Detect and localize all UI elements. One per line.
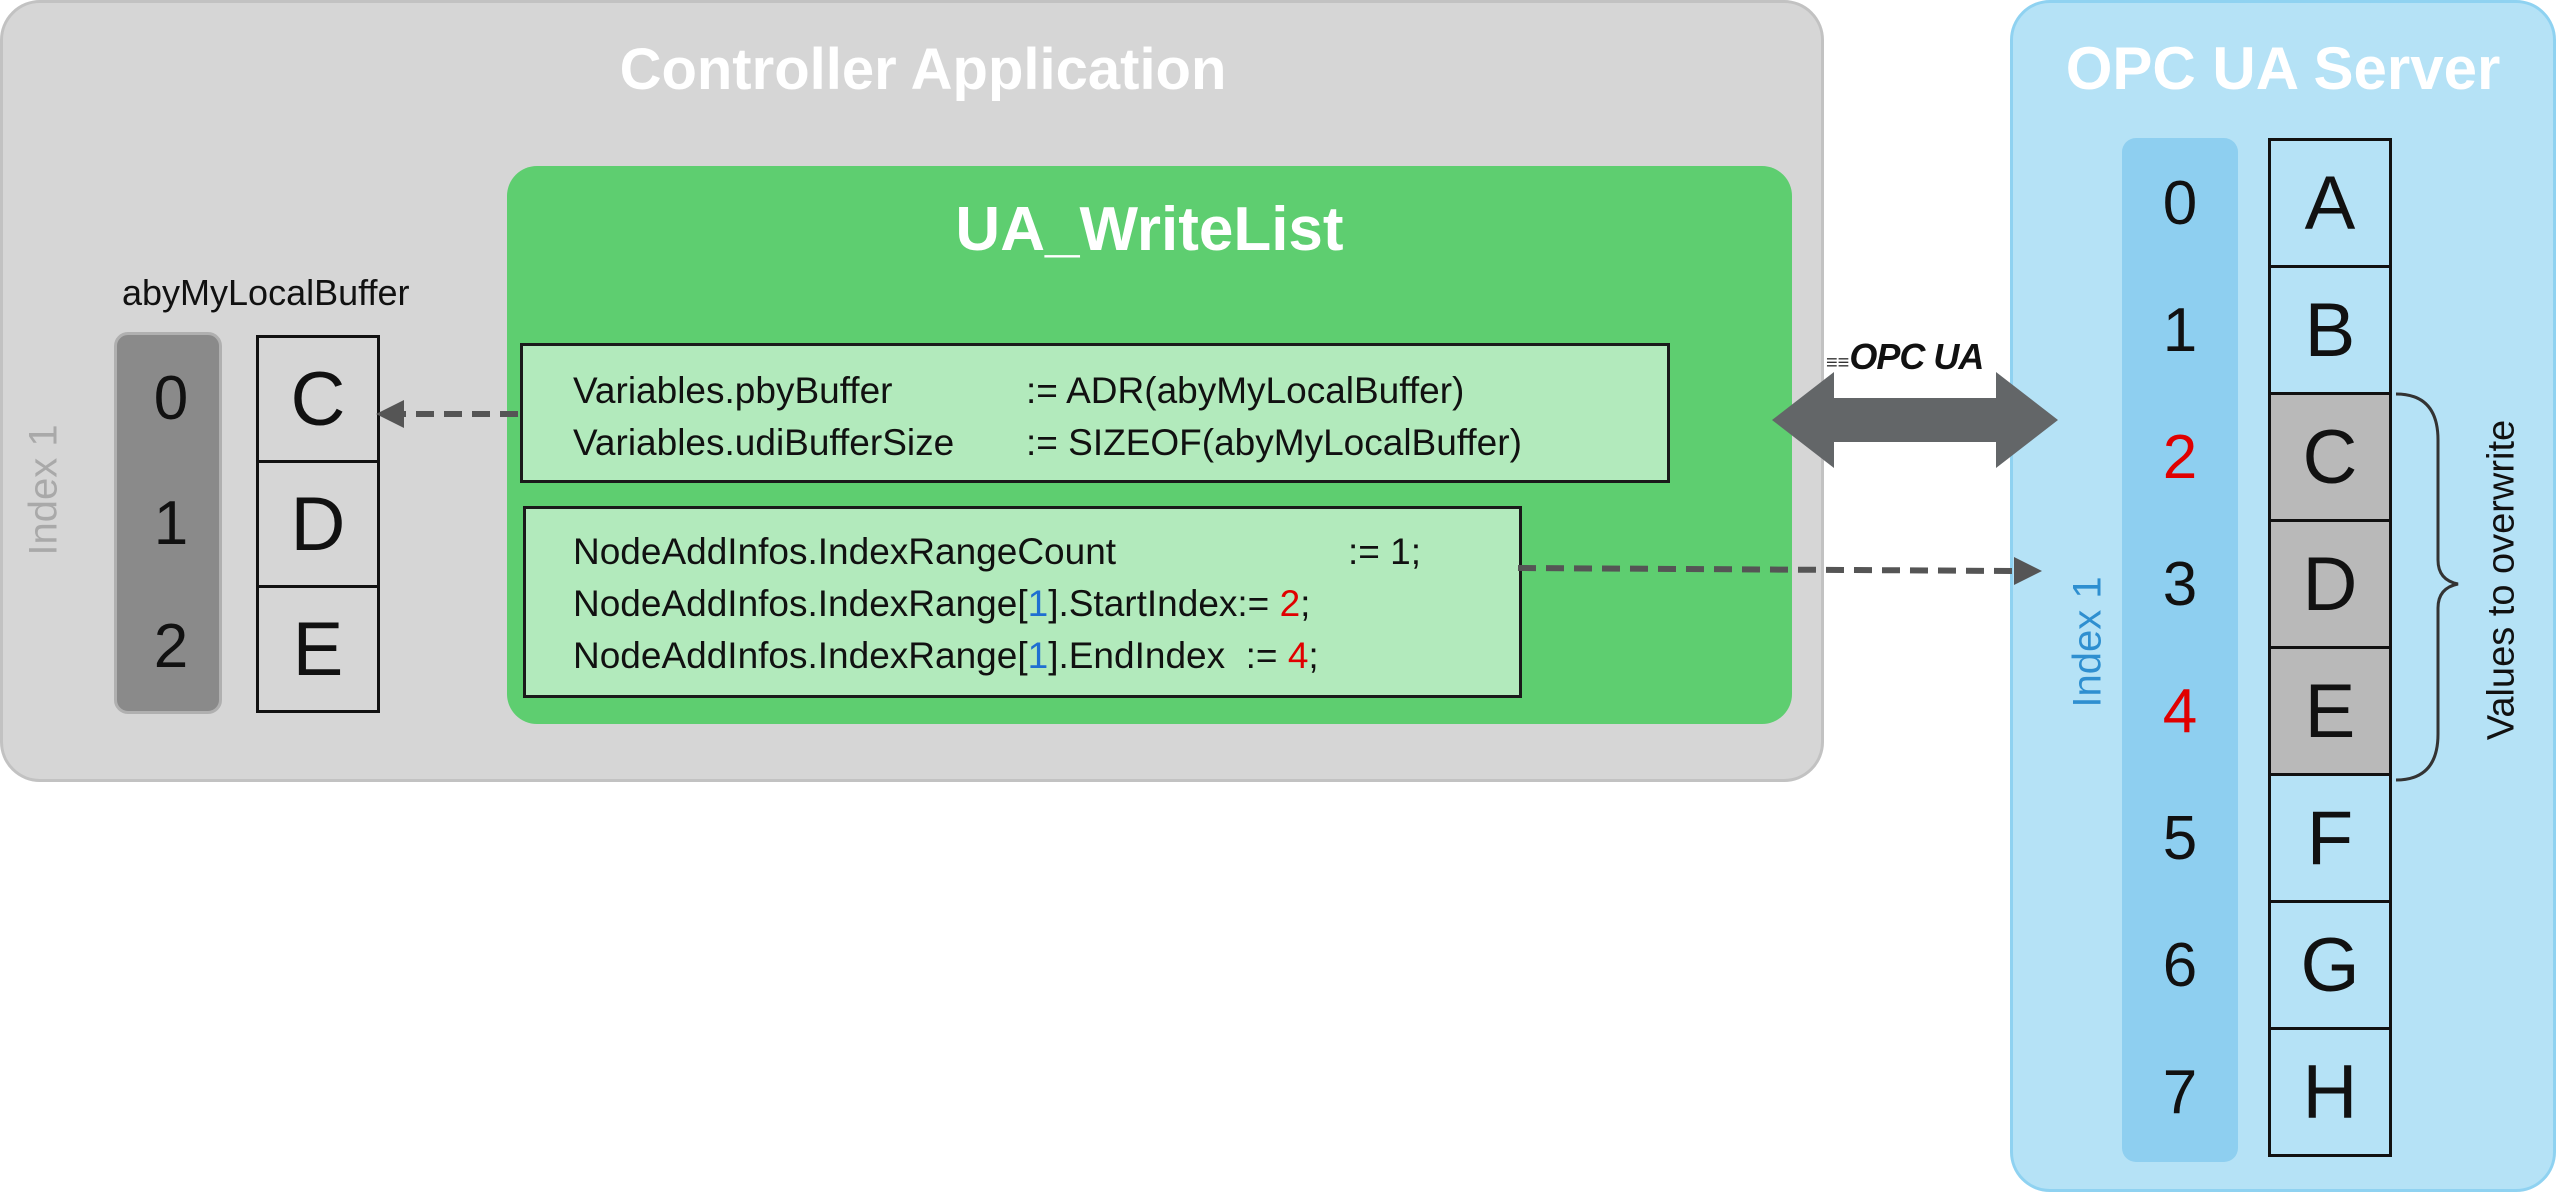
code-line-indexrangecount: NodeAddInfos.IndexRangeCount xyxy=(573,531,1116,573)
code-line-pbybuffer-value: := ADR(abyMyLocalBuffer) xyxy=(1026,370,1465,411)
code-line-indexrangecount-assign: := 1; xyxy=(1348,531,1421,573)
code-line-pbybuffer-name: Variables.pbyBuffer xyxy=(573,370,893,411)
indexrangecount-value: 1 xyxy=(1390,531,1411,572)
index-range-code-box: NodeAddInfos.IndexRangeCount := 1; NodeA… xyxy=(523,506,1522,698)
local-buffer-cell-2: E xyxy=(256,585,380,713)
arrowhead-to-local-buffer xyxy=(376,400,404,428)
startindex-array-index: 1 xyxy=(1027,583,1049,624)
local-index-column: 0 1 2 xyxy=(114,332,222,714)
server-cell-7: H xyxy=(2268,1027,2392,1157)
ua-writelist-title: UA_WriteList xyxy=(955,195,1344,264)
local-buffer-label: abyMyLocalBuffer xyxy=(122,272,410,313)
server-index-3: 3 xyxy=(2162,550,2198,619)
assign-op: := xyxy=(1348,531,1380,572)
startindex-value: 2 xyxy=(1279,583,1301,624)
server-index-2: 2 xyxy=(2162,423,2198,492)
startindex-suffix: ].StartIndex xyxy=(1048,583,1238,624)
server-cell-0: A xyxy=(2268,138,2392,268)
local-index-0: 0 xyxy=(153,364,189,433)
endindex-suffix: ].EndIndex xyxy=(1048,635,1226,676)
controller-application-title: Controller Application xyxy=(619,37,1227,102)
code-line-udibuffersize-name: Variables.udiBufferSize xyxy=(573,422,955,463)
server-index-7: 7 xyxy=(2162,1058,2198,1127)
server-index-0: 0 xyxy=(2162,169,2198,238)
dashed-arrow-to-server xyxy=(1517,565,2016,574)
variables-code-box: Variables.pbyBuffer := ADR(abyMyLocalBuf… xyxy=(520,343,1670,483)
line-end: ; xyxy=(1308,635,1319,676)
assign-op: := xyxy=(1237,583,1270,624)
code-line-endindex: NodeAddInfos.IndexRange[1].EndIndex := 4… xyxy=(573,635,1319,677)
assign-op: := xyxy=(1245,635,1278,676)
code-line-startindex: NodeAddInfos.IndexRange[1].StartIndex:= … xyxy=(573,583,1310,625)
line-end: ; xyxy=(1410,531,1422,572)
local-index-2: 2 xyxy=(153,612,189,681)
endindex-prefix: NodeAddInfos.IndexRange[ xyxy=(573,635,1028,676)
server-index-5: 5 xyxy=(2162,804,2198,873)
endindex-array-index: 1 xyxy=(1027,635,1049,676)
local-index-1: 1 xyxy=(153,489,189,558)
opc-ua-double-arrow xyxy=(1772,372,2058,468)
server-cell-2: C xyxy=(2268,392,2392,522)
line-end: ; xyxy=(1300,583,1311,624)
opc-ua-server-title: OPC UA Server xyxy=(2065,35,2501,102)
code-line-udibuffersize-value: := SIZEOF(abyMyLocalBuffer) xyxy=(1026,422,1522,463)
endindex-value: 4 xyxy=(1287,635,1309,676)
server-index-column xyxy=(2122,138,2238,1162)
server-cell-4: E xyxy=(2268,646,2392,776)
code-line-indexrangecount-text: NodeAddInfos.IndexRangeCount xyxy=(573,531,1117,572)
server-cell-3: D xyxy=(2268,519,2392,649)
opc-ua-logo: ≡≡OPC UA xyxy=(1826,336,1984,377)
overwrite-brace xyxy=(2395,392,2459,782)
server-index-6: 6 xyxy=(2162,931,2198,1000)
opc-ua-logo-text: OPC UA xyxy=(1849,336,1984,377)
startindex-prefix: NodeAddInfos.IndexRange[ xyxy=(573,583,1028,624)
server-index-4: 4 xyxy=(2162,677,2198,746)
arrowhead-to-server xyxy=(2014,557,2042,585)
server-index-1: 1 xyxy=(2162,296,2198,365)
